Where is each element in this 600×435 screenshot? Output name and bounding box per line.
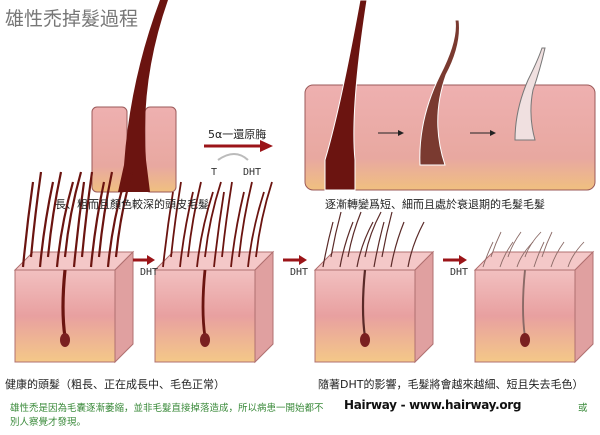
hair-shaft xyxy=(61,269,67,338)
t-label: T xyxy=(211,167,218,178)
skin-cube-1 xyxy=(13,171,135,364)
hair-strand xyxy=(230,191,245,268)
hair-strand xyxy=(46,171,63,258)
skin-cube-4 xyxy=(473,231,595,364)
page-title: 雄性禿掉髮過程 xyxy=(5,8,139,30)
caption-bottom-right: 隨著DHT的影響，毛髮將會越來越細、短且失去毛色） xyxy=(318,378,584,391)
hair-strand xyxy=(72,181,86,268)
hair-shaft xyxy=(201,269,207,338)
hair-strand xyxy=(550,241,565,268)
hair-strand xyxy=(490,231,502,258)
hair-strand xyxy=(541,231,553,258)
hair-strand xyxy=(482,241,494,268)
hair-strand xyxy=(114,171,134,258)
hair-bulb xyxy=(360,333,370,347)
hair-strand xyxy=(21,181,35,268)
hair-strand xyxy=(162,191,174,268)
hair-strand xyxy=(339,221,354,268)
hair-strand xyxy=(407,221,425,268)
hair-strand xyxy=(347,211,362,258)
hair-strand xyxy=(170,181,182,258)
hair-strand xyxy=(63,171,83,258)
hair-strand xyxy=(179,191,194,268)
hair-strand xyxy=(255,181,273,258)
arrow-label-3: DHT xyxy=(450,267,469,278)
caption-top-right: 逐漸轉變爲短、細而且處於衰退期的毛髮毛髮 xyxy=(325,198,545,211)
footer-line-1-end: 或 xyxy=(578,403,588,414)
dht-label: DHT xyxy=(243,167,262,178)
hair-bulb xyxy=(60,333,70,347)
hair-strand xyxy=(322,221,334,268)
hair-strand xyxy=(196,191,214,268)
caption-top-left: 長、粗而且顏色較深的頭皮毛髮 xyxy=(55,198,209,211)
enzyme-label: 5α一還原脢 xyxy=(208,128,267,141)
hair-strand xyxy=(390,221,405,268)
hair-strand xyxy=(89,181,106,268)
footer-line-1: 雄性禿是因為毛囊逐漸萎縮，並非毛髮直接掉落造成，所以病患一開始都不 xyxy=(10,403,324,414)
hair-strand xyxy=(38,181,55,268)
hair-shaft xyxy=(522,269,526,338)
footer-line-2: 別人察覺才發現。 xyxy=(10,417,87,428)
hair-strand xyxy=(330,211,342,258)
hair-strand xyxy=(247,191,265,268)
hair-strand xyxy=(29,171,43,258)
hair-bulb xyxy=(200,333,210,347)
caption-bottom-left: 健康的頭髮（粗長、正在成長中、毛色正常） xyxy=(5,378,225,391)
hair-shaft xyxy=(361,269,367,338)
hair-strand xyxy=(356,221,374,268)
dht-arrows xyxy=(133,255,467,265)
skin-cube-3 xyxy=(313,211,435,364)
conversion-arrow xyxy=(204,140,273,161)
hair-strand xyxy=(213,191,225,268)
hair-strand xyxy=(80,171,94,258)
hair-strand xyxy=(499,241,514,268)
hair-strand xyxy=(567,241,585,268)
hair-bulb xyxy=(520,333,530,347)
hair-strand xyxy=(204,181,222,258)
arrow-label-1: DHT xyxy=(140,267,159,278)
hair-strand xyxy=(55,181,75,268)
hair-strand xyxy=(507,231,522,258)
watermark: Hairway - www.hairway.org xyxy=(342,398,524,412)
hair-strand xyxy=(221,181,233,258)
thick-follicle xyxy=(91,0,177,193)
hair-strand xyxy=(524,231,542,258)
hair-strand xyxy=(97,171,114,258)
hair-strand xyxy=(381,211,393,258)
hair-strand xyxy=(364,211,382,258)
arrow-label-2: DHT xyxy=(290,267,309,278)
skin-cube-2 xyxy=(153,181,275,364)
shrinking-follicles xyxy=(304,0,596,191)
hair-strand xyxy=(187,181,202,258)
hair-strand xyxy=(238,181,253,258)
hair-strand xyxy=(373,221,385,268)
hair-strand xyxy=(533,241,545,268)
hair-strand xyxy=(106,181,126,268)
